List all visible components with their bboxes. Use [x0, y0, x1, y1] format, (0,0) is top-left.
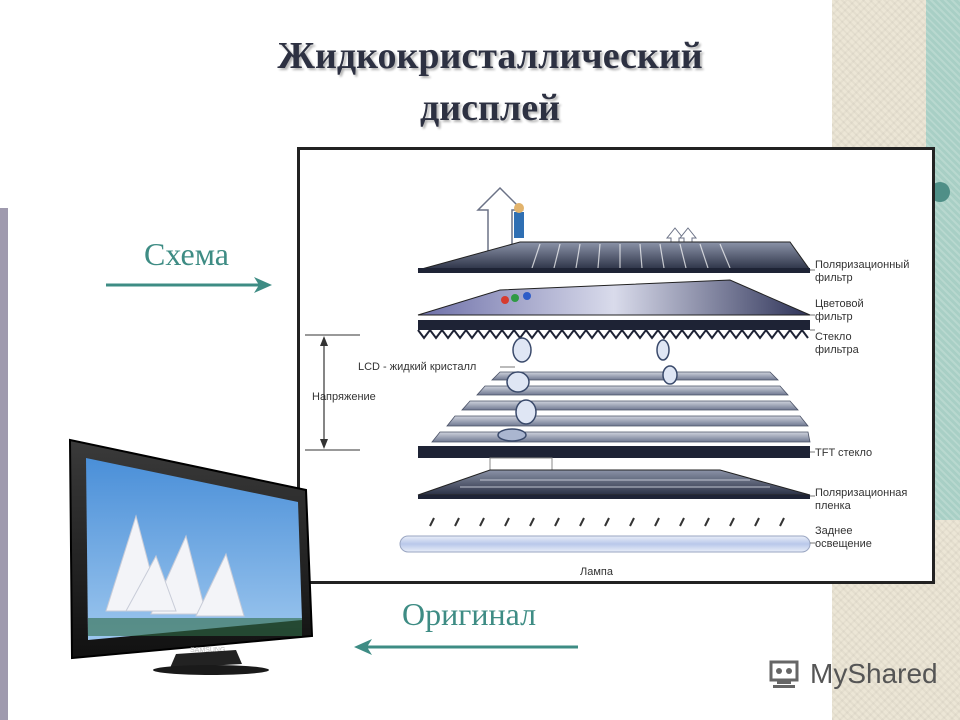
lcd-diagram: Поляризационный фильтр Цветовой фильтр С… — [297, 147, 935, 584]
label-polarizing-film: Поляризационная — [815, 487, 907, 499]
label-lcd-liquid-crystal: LCD - жидкий кристалл — [358, 361, 476, 373]
watermark: MyShared — [768, 654, 938, 694]
scheme-label: Схема — [144, 236, 229, 272]
tv-brand: SAMSUNG — [190, 647, 225, 654]
label-tft-glass: TFT стекло — [815, 447, 872, 459]
label-color-filter: Цветовой — [815, 298, 864, 310]
label-lamp: Лампа — [580, 566, 614, 578]
label-filter-glass: Стекло — [815, 331, 852, 343]
arrow-right-icon — [106, 277, 272, 293]
myshared-logo-icon — [769, 660, 799, 688]
label-polarizing-filter: Поляризационный — [815, 259, 909, 271]
title-line-1: Жидкокристаллический — [277, 35, 703, 77]
label-polarizing-film-2: пленка — [815, 500, 852, 512]
label-back-light: Заднее — [815, 525, 853, 537]
watermark-text: MyShared — [810, 658, 938, 689]
original-label: Оригинал — [402, 596, 537, 632]
label-polarizing-filter-2: фильтр — [815, 272, 853, 284]
arrow-left-icon — [354, 639, 578, 655]
left-accent-bar — [0, 208, 8, 720]
decorative-dot — [930, 182, 950, 202]
title-line-2: дисплей — [420, 87, 560, 129]
slide-title: Жидкокристаллический дисплей — [160, 30, 820, 134]
lcd-layers-illustration: Поляризационный фильтр Цветовой фильтр С… — [305, 186, 909, 578]
label-color-filter-2: фильтр — [815, 311, 853, 323]
lcd-tv-image: SAMSUNG — [68, 438, 314, 675]
label-voltage: Напряжение — [312, 391, 376, 403]
label-filter-glass-2: фильтра — [815, 344, 860, 356]
label-back-light-2: освещение — [815, 538, 872, 550]
